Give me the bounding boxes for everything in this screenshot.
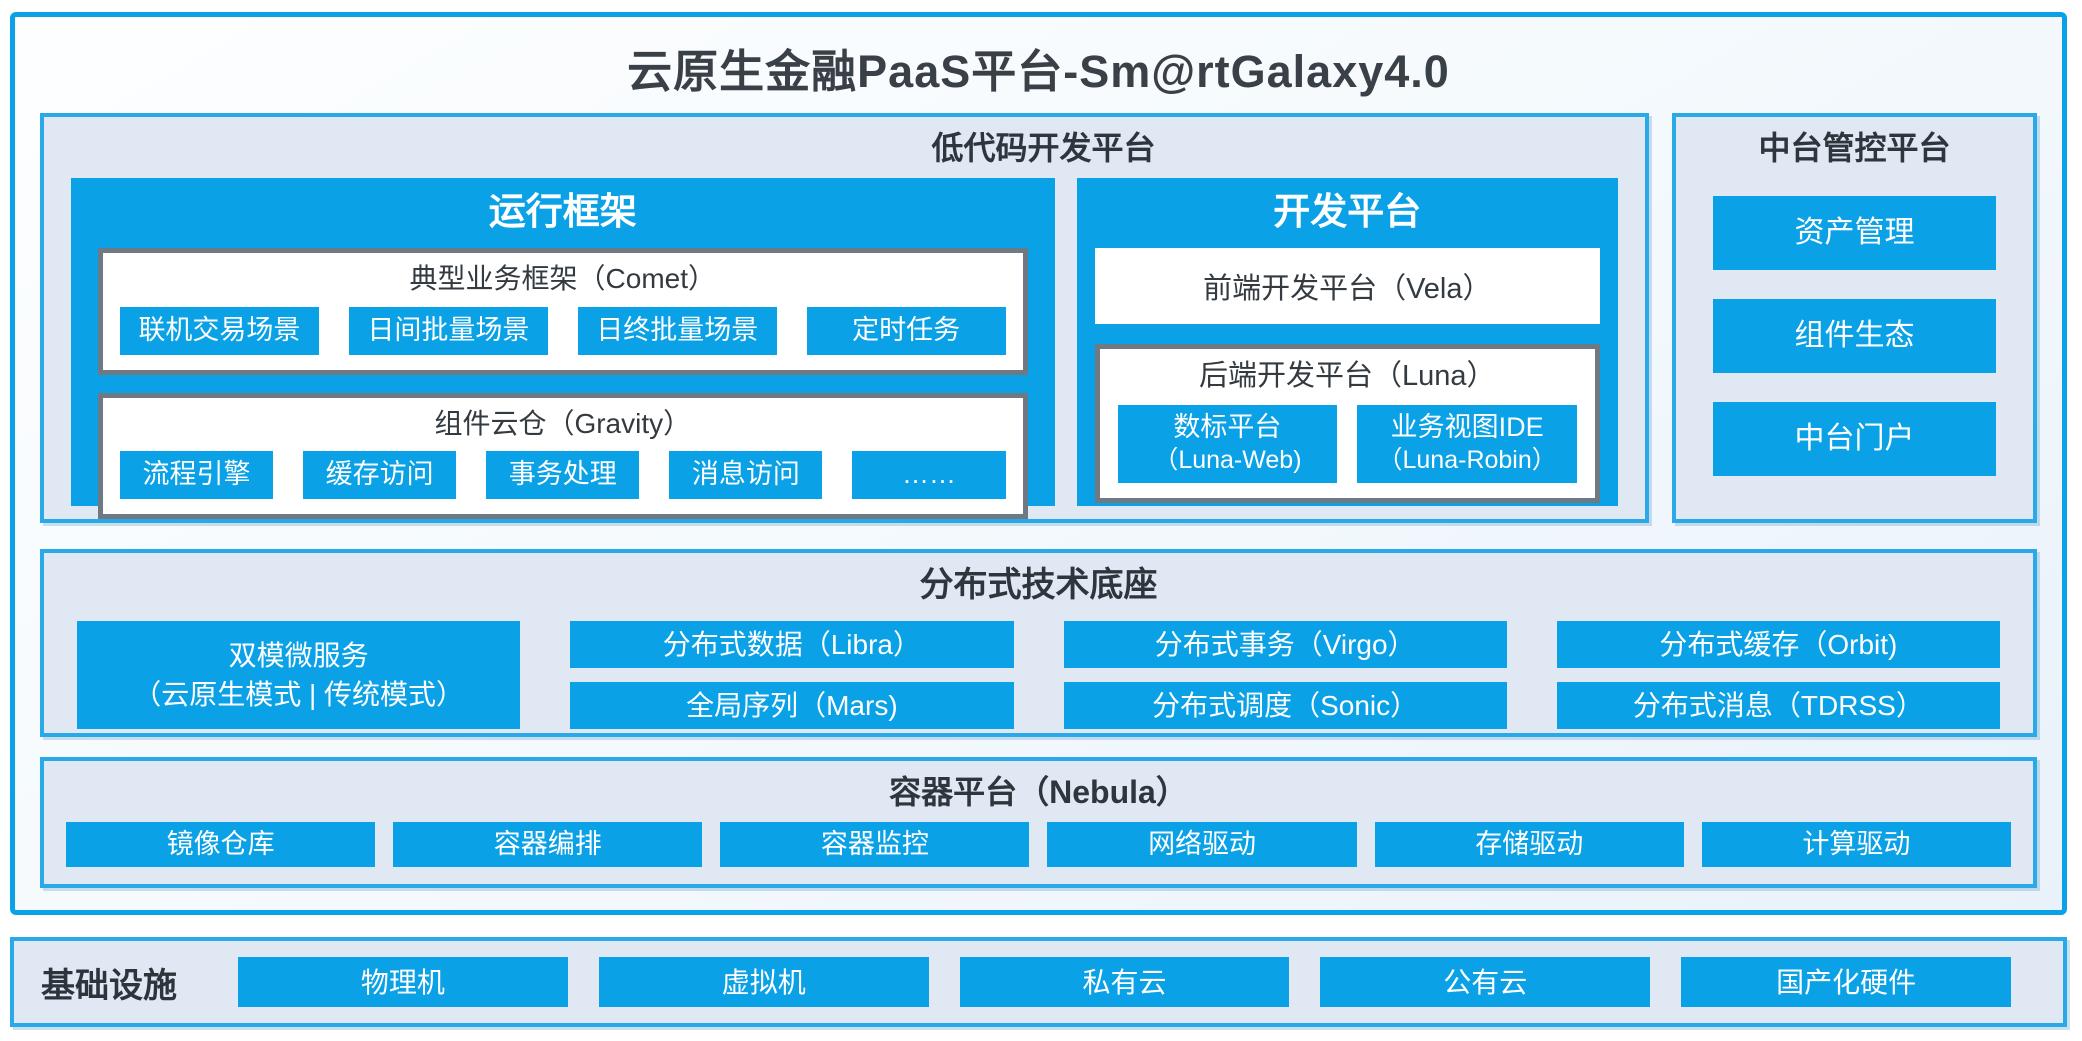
mid-platform-panel: 中台管控平台 资产管理 组件生态 中台门户 bbox=[1672, 113, 2037, 523]
gravity-item: 缓存访问 bbox=[303, 451, 457, 500]
container-item: 容器监控 bbox=[720, 822, 1030, 868]
gravity-item: 流程引擎 bbox=[120, 451, 274, 500]
lowcode-platform-body: 运行框架 典型业务框架（Comet） 联机交易场景 日间批量场景 日终批量场景 … bbox=[71, 178, 1618, 520]
gravity-items: 流程引擎 缓存访问 事务处理 消息访问 …… bbox=[103, 451, 1023, 514]
container-platform-panel: 容器平台（Nebula） 镜像仓库 容器编排 容器监控 网络驱动 存储驱动 计算… bbox=[40, 757, 2037, 888]
dual-mode-line1: 双模微服务 bbox=[228, 639, 369, 671]
luna-box: 后端开发平台（Luna） 数标平台 （Luna-Web) 业务视图IDE （Lu… bbox=[1094, 344, 1600, 503]
container-item: 容器编排 bbox=[393, 822, 703, 868]
lowcode-platform-panel: 低代码开发平台 运行框架 典型业务框架（Comet） 联机交易场景 日间批量场景… bbox=[40, 113, 1649, 523]
mid-platform-items: 资产管理 组件生态 中台门户 bbox=[1676, 178, 2033, 477]
comet-box: 典型业务框架（Comet） 联机交易场景 日间批量场景 日终批量场景 定时任务 bbox=[98, 248, 1028, 375]
luna-box-title: 后端开发平台（Luna） bbox=[1199, 360, 1496, 393]
dual-mode-line2: （云原生模式 | 传统模式） bbox=[133, 678, 465, 710]
comet-item: 日间批量场景 bbox=[348, 306, 548, 355]
mid-platform-item: 资产管理 bbox=[1713, 196, 1996, 271]
runtime-framework-title: 运行框架 bbox=[488, 191, 637, 233]
gravity-item: 消息访问 bbox=[669, 451, 823, 500]
luna-items: 数标平台 （Luna-Web) 业务视图IDE （Luna-Robin） bbox=[1100, 404, 1595, 498]
comet-box-title: 典型业务框架（Comet） bbox=[409, 263, 717, 295]
distributed-base-panel: 分布式技术底座 双模微服务 （云原生模式 | 传统模式） 分布式数据（Libra… bbox=[40, 549, 2037, 737]
container-platform-items: 镜像仓库 容器编排 容器监控 网络驱动 存储驱动 计算驱动 bbox=[66, 822, 2011, 868]
infrastructure-item: 私有云 bbox=[959, 957, 1290, 1007]
distributed-item-tdrss: 分布式消息（TDRSS） bbox=[1556, 681, 2000, 729]
luna-robin-label: 业务视图IDE bbox=[1390, 412, 1544, 443]
mid-platform-item: 组件生态 bbox=[1713, 299, 1996, 374]
gravity-box-title: 组件云仓（Gravity） bbox=[434, 407, 692, 439]
runtime-framework-section: 运行框架 典型业务框架（Comet） 联机交易场景 日间批量场景 日终批量场景 … bbox=[71, 178, 1055, 520]
distributed-item-virgo: 分布式事务（Virgo） bbox=[1063, 620, 1507, 668]
gravity-item: 事务处理 bbox=[486, 451, 640, 500]
infrastructure-item: 国产化硬件 bbox=[1681, 957, 2011, 1007]
dual-mode-microservice-item: 双模微服务 （云原生模式 | 传统模式） bbox=[77, 620, 521, 729]
dev-platform-section: 开发平台 前端开发平台（Vela） 后端开发平台（Luna） 数标平台 （Lun… bbox=[1076, 178, 1618, 507]
comet-item: 定时任务 bbox=[806, 306, 1006, 355]
mid-platform-item: 中台门户 bbox=[1713, 402, 1996, 477]
top-row: 低代码开发平台 运行框架 典型业务框架（Comet） 联机交易场景 日间批量场景… bbox=[40, 113, 2037, 523]
distributed-item-sonic: 分布式调度（Sonic） bbox=[1063, 681, 1507, 729]
vela-box: 前端开发平台（Vela） bbox=[1094, 248, 1600, 325]
distributed-item-orbit: 分布式缓存（Orbit) bbox=[1556, 620, 2000, 668]
infrastructure-item: 物理机 bbox=[238, 957, 568, 1007]
container-item: 镜像仓库 bbox=[66, 822, 376, 868]
distributed-item-mars: 全局序列（Mars) bbox=[570, 681, 1014, 729]
page-title: 云原生金融PaaS平台-Sm@rtGalaxy4.0 bbox=[627, 46, 1450, 97]
distributed-grid: 双模微服务 （云原生模式 | 传统模式） 分布式数据（Libra） 分布式事务（… bbox=[77, 620, 2000, 729]
luna-web-code: （Luna-Web) bbox=[1153, 446, 1302, 475]
distributed-item-libra: 分布式数据（Libra） bbox=[570, 620, 1014, 668]
distributed-base-title: 分布式技术底座 bbox=[919, 566, 1158, 604]
luna-robin-code: （Luna-Robin） bbox=[1377, 446, 1557, 475]
mid-platform-title: 中台管控平台 bbox=[1758, 130, 1951, 166]
container-platform-title: 容器平台（Nebula） bbox=[889, 774, 1188, 810]
luna-web-label: 数标平台 bbox=[1173, 412, 1282, 443]
gravity-item-ellipsis: …… bbox=[852, 451, 1006, 500]
container-item: 存储驱动 bbox=[1374, 822, 1684, 868]
infrastructure-panel: 基础设施 物理机 虚拟机 私有云 公有云 国产化硬件 bbox=[10, 937, 2067, 1027]
dev-platform-title: 开发平台 bbox=[1273, 191, 1422, 233]
comet-item: 日终批量场景 bbox=[577, 306, 777, 355]
architecture-diagram-frame: 云原生金融PaaS平台-Sm@rtGalaxy4.0 低代码开发平台 运行框架 … bbox=[10, 12, 2067, 915]
gravity-box: 组件云仓（Gravity） 流程引擎 缓存访问 事务处理 消息访问 …… bbox=[98, 392, 1028, 520]
infrastructure-item: 公有云 bbox=[1320, 957, 1651, 1007]
infrastructure-item: 虚拟机 bbox=[598, 957, 929, 1007]
luna-web-item: 数标平台 （Luna-Web) bbox=[1117, 404, 1338, 483]
luna-robin-item: 业务视图IDE （Luna-Robin） bbox=[1357, 404, 1577, 483]
container-item: 网络驱动 bbox=[1047, 822, 1357, 868]
infrastructure-label: 基础设施 bbox=[41, 966, 177, 1005]
comet-item: 联机交易场景 bbox=[120, 306, 319, 355]
lowcode-platform-title: 低代码开发平台 bbox=[931, 130, 1156, 166]
comet-items: 联机交易场景 日间批量场景 日终批量场景 定时任务 bbox=[103, 306, 1023, 370]
container-item: 计算驱动 bbox=[1701, 822, 2011, 868]
